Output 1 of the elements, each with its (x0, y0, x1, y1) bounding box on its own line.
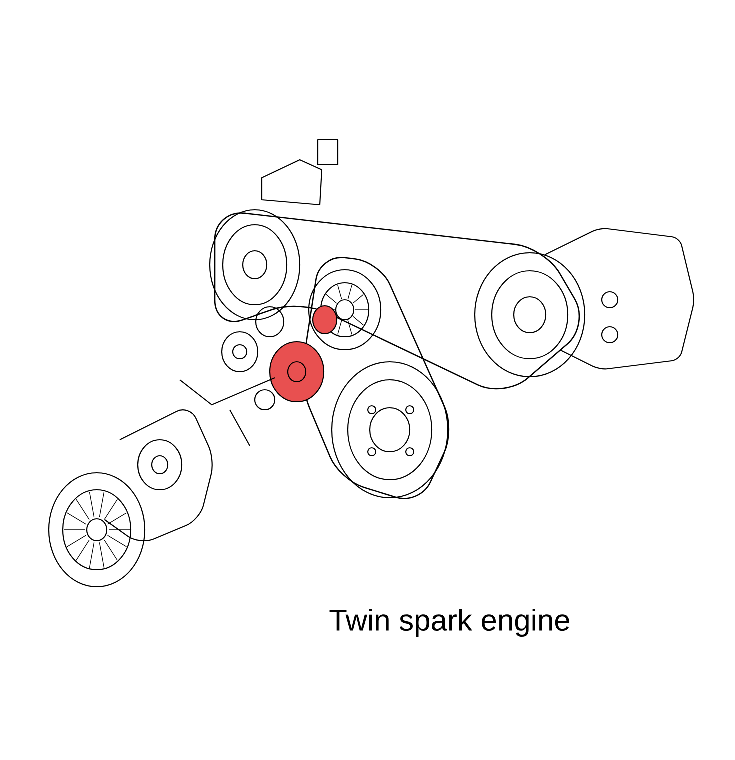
caption: Twin spark engine (330, 609, 570, 637)
